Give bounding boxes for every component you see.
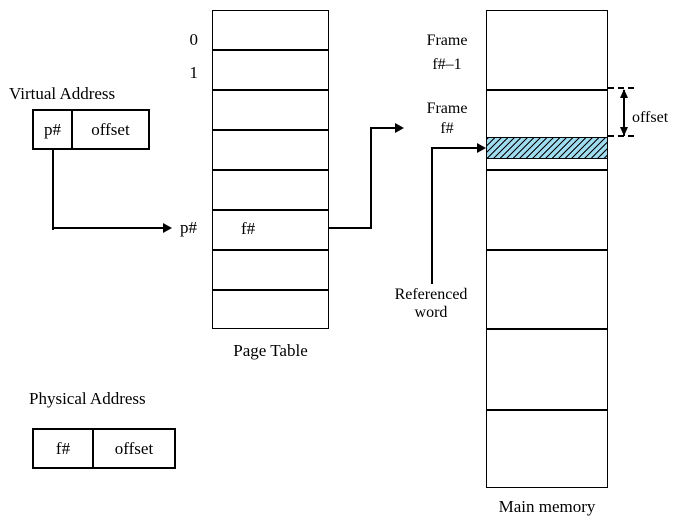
frame-prev-line2: f#–1 xyxy=(432,56,462,73)
virtual-address-title: Virtual Address xyxy=(9,84,116,103)
arrowhead-right-icon xyxy=(395,123,404,133)
frame-target-label: Frame f# xyxy=(419,99,475,139)
physical-address-offset-cell: offset xyxy=(114,438,154,458)
arrow-entry-to-frame-vline xyxy=(370,127,372,229)
page-table-row-divider xyxy=(213,169,328,171)
main-memory-caption: Main memory xyxy=(498,497,596,516)
virtual-address-box: p# offset xyxy=(32,109,150,150)
memory-frame-divider xyxy=(487,328,607,330)
frame-prev-line1: Frame xyxy=(426,32,468,49)
referenced-word-line2: word xyxy=(414,304,448,321)
physical-address-frame-cell: f# xyxy=(34,430,94,467)
arrow-va-to-pagetable-hline xyxy=(52,227,163,229)
page-table-row-divider xyxy=(213,89,328,91)
arrow-va-to-pagetable-vline xyxy=(52,149,54,230)
arrowhead-up-icon xyxy=(620,89,628,98)
frame-target-line1: Frame xyxy=(426,100,468,117)
page-table-row-divider xyxy=(213,289,328,291)
page-table-row-divider xyxy=(213,49,328,51)
physical-address-title: Physical Address xyxy=(29,389,146,408)
offset-dash-bottom xyxy=(608,135,634,137)
arrow-referenced-word-hline xyxy=(431,147,477,149)
arrow-referenced-word-vline xyxy=(431,147,433,284)
page-table-row-divider xyxy=(213,209,328,211)
arrowhead-right-icon xyxy=(477,143,486,153)
memory-frame-divider xyxy=(487,249,607,251)
virtual-address-offset-cell: offset xyxy=(91,119,130,139)
referenced-word-line1: Referenced xyxy=(394,286,468,303)
offset-dash-top xyxy=(608,87,634,89)
memory-frame-divider xyxy=(487,89,607,91)
referenced-word-label: Referenced word xyxy=(380,286,482,322)
page-table-index-1: 1 xyxy=(189,63,199,82)
arrowhead-down-icon xyxy=(620,127,628,136)
offset-extent-line xyxy=(623,90,625,136)
arrow-entry-to-frame-hline2 xyxy=(370,127,395,129)
page-table-lookup-label: p# xyxy=(180,218,197,237)
memory-frame-divider xyxy=(487,409,607,411)
page-table-entry-frame-number: f# xyxy=(241,219,256,238)
frame-target-line2: f# xyxy=(440,120,454,137)
page-table-index-0: 0 xyxy=(189,30,199,49)
arrow-entry-to-frame-hline1 xyxy=(329,227,372,229)
frame-prev-label: Frame f#–1 xyxy=(419,29,475,77)
memory-offset-label: offset xyxy=(632,109,669,126)
referenced-word-band xyxy=(486,137,608,159)
virtual-address-page-cell: p# xyxy=(34,111,73,148)
arrowhead-right-icon xyxy=(163,223,172,233)
physical-address-box: f# offset xyxy=(32,428,176,469)
main-memory xyxy=(486,10,608,488)
memory-frame-divider xyxy=(487,169,607,171)
page-table-row-divider xyxy=(213,249,328,251)
page-table-caption: Page Table xyxy=(233,341,308,360)
page-table: f# xyxy=(212,10,329,329)
page-table-row-divider xyxy=(213,129,328,131)
